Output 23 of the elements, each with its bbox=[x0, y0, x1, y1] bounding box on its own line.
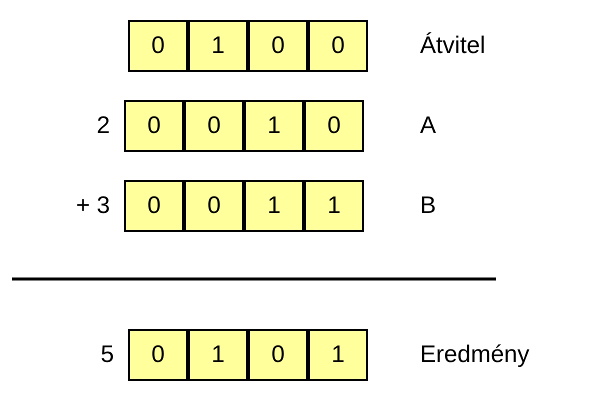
bit-cell: 0 bbox=[184, 100, 244, 152]
bit-cell: 0 bbox=[308, 20, 368, 72]
bit-cell: 0 bbox=[124, 100, 184, 152]
bit-cell: 1 bbox=[188, 329, 248, 381]
decimal-value: 2 bbox=[96, 111, 110, 141]
bit-cell: 0 bbox=[128, 329, 188, 381]
bit-cell: 0 bbox=[184, 180, 244, 232]
bit-cell: 0 bbox=[304, 100, 364, 152]
bit-cell: 0 bbox=[248, 20, 308, 72]
bit-cell: 1 bbox=[244, 180, 304, 232]
bit-cell: 0 bbox=[248, 329, 308, 381]
decimal-value: + 3 bbox=[76, 191, 110, 221]
bit-cell: 1 bbox=[244, 100, 304, 152]
decimal-value: 5 bbox=[100, 340, 114, 370]
bit-cell: 1 bbox=[304, 180, 364, 232]
bit-cell: 1 bbox=[188, 20, 248, 72]
row-label: A bbox=[420, 111, 436, 141]
row-label: B bbox=[420, 191, 436, 221]
row-label: Átvitel bbox=[420, 31, 486, 61]
bit-cell: 1 bbox=[308, 329, 368, 381]
row-label: Eredmény bbox=[420, 340, 530, 370]
bit-cell: 0 bbox=[128, 20, 188, 72]
bit-cell: 0 bbox=[124, 180, 184, 232]
